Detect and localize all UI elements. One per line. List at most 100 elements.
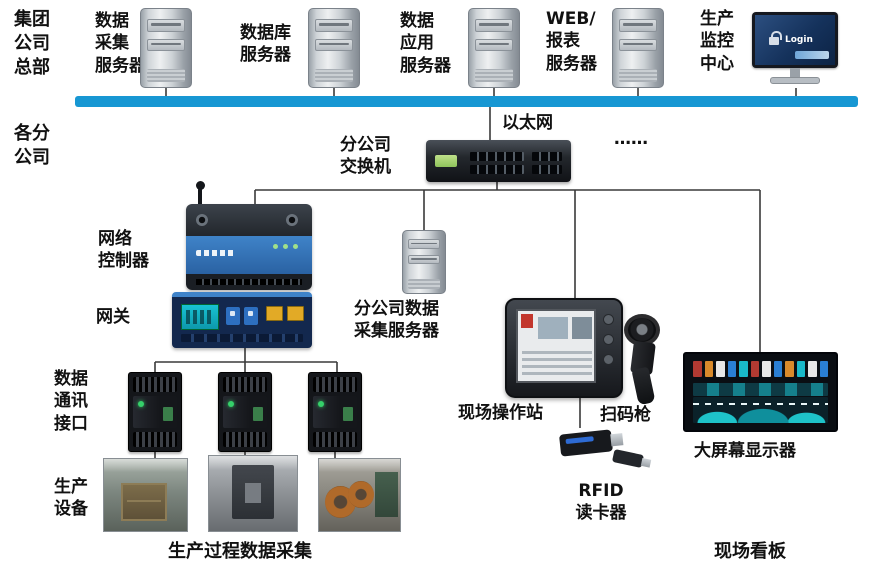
- big-screen-icon: [683, 352, 838, 432]
- production-monitor-icon: Login: [752, 12, 838, 88]
- color-bar: [808, 361, 817, 377]
- gateway-terminal-strip: [181, 334, 303, 342]
- screen-tile-row: [693, 383, 828, 396]
- color-bar: [762, 361, 771, 377]
- color-bar: [819, 361, 828, 377]
- field-kanban-caption: 现场看板: [714, 541, 786, 562]
- data-collection-server-icon: [140, 8, 192, 88]
- antenna-jack: [286, 214, 298, 226]
- server-slot: [315, 19, 353, 32]
- tablet-screen: [516, 309, 596, 383]
- barcode-scanner-icon: [608, 314, 674, 406]
- monitor-display: Login: [755, 15, 835, 65]
- hq-label: 集团 公司 总部: [14, 9, 50, 78]
- terminal-strip: [133, 377, 177, 392]
- screen-text-lines: [522, 347, 592, 375]
- gateway-icon: [172, 292, 312, 348]
- login-text: Login: [785, 35, 813, 45]
- switch-ports: [470, 165, 524, 174]
- switch-ports: [470, 152, 524, 161]
- terminal-strip: [223, 432, 267, 447]
- ethernet-backbone-bar: [75, 96, 858, 107]
- led-indicator: [273, 244, 278, 249]
- network-controller-label: 网络 控制器: [98, 229, 149, 272]
- screen-logo-red: [521, 314, 533, 328]
- terminal-strip: [223, 377, 267, 392]
- controller-top-panel: [186, 204, 312, 236]
- screen-image-block: [538, 317, 568, 339]
- press-machine-shape: [231, 465, 275, 519]
- database-server-icon: [308, 8, 360, 88]
- data-app-server-icon: [468, 8, 520, 88]
- field-station-icon: [505, 298, 623, 398]
- lock-icon: [769, 31, 782, 45]
- color-bar: [796, 361, 805, 377]
- server-slot: [147, 19, 185, 32]
- antenna-icon: [195, 181, 205, 206]
- switch-sticker: [435, 155, 457, 167]
- production-data-collection-caption: 生产过程数据采集: [168, 541, 312, 562]
- led-indicator: [293, 244, 298, 249]
- ellipsis-label: ……: [614, 129, 648, 149]
- server-vent: [475, 69, 513, 82]
- server-slot: [408, 254, 440, 265]
- server-slot: [475, 19, 513, 32]
- branch-data-server-icon: [402, 230, 446, 294]
- led-indicator: [228, 401, 234, 407]
- server-slot: [475, 38, 513, 52]
- switch-ports: [532, 152, 562, 161]
- gateway-module: [244, 307, 258, 325]
- server-slot: [315, 38, 353, 52]
- data-comm-interface-label: 数据 通讯 接口: [54, 369, 88, 434]
- controller-logo: [196, 250, 236, 256]
- branch-switch-icon: [426, 140, 571, 182]
- tablet-buttons: [600, 314, 616, 384]
- led-indicator: [138, 401, 144, 407]
- web-report-server-icon: [612, 8, 664, 88]
- terminal-strip: [133, 432, 177, 447]
- data-collection-server-label: 数据 采集 服务器: [95, 11, 146, 76]
- equipment-photo-2: [208, 455, 298, 532]
- ethernet-port: [266, 306, 283, 321]
- login-panel: [795, 51, 829, 59]
- color-bar: [773, 361, 782, 377]
- gateway-lcd: [181, 304, 219, 330]
- gateway-label: 网关: [96, 307, 130, 327]
- monitor-base: [770, 77, 820, 84]
- tablet-button: [602, 314, 614, 325]
- server-vent: [147, 69, 185, 82]
- branch-switch-label: 分公司 交换机: [340, 135, 391, 178]
- color-bar: [693, 361, 702, 377]
- module-tag: [163, 407, 173, 421]
- tablet-button: [602, 334, 614, 345]
- connector-paths: [154, 88, 797, 458]
- network-controller-icon: [186, 181, 312, 290]
- web-report-server-label: WEB/ 报表 服务器: [546, 9, 597, 74]
- crate-shape: [120, 483, 168, 521]
- server-vent: [619, 69, 657, 82]
- color-bar: [785, 361, 794, 377]
- terminal-strip: [313, 432, 357, 447]
- color-bar: [704, 361, 713, 377]
- data-comm-module-1: [128, 372, 182, 452]
- ethernet-label: 以太网: [502, 113, 553, 133]
- branch-companies-label: 各分 公司: [14, 123, 50, 168]
- color-bar: [727, 361, 736, 377]
- branch-data-server-label: 分公司数据 采集服务器: [354, 299, 439, 342]
- ethernet-port: [287, 306, 304, 321]
- color-bar: [739, 361, 748, 377]
- coil-shape: [348, 480, 375, 508]
- server-vent: [408, 278, 440, 289]
- machine-shape: [374, 471, 398, 517]
- controller-port-strip: [186, 274, 312, 290]
- antenna-jack: [196, 214, 208, 226]
- production-monitoring-center-label: 生产 监控 中心: [700, 9, 734, 74]
- data-comm-module-3: [308, 372, 362, 452]
- field-station-label: 现场操作站: [458, 403, 543, 423]
- monitor-screen: Login: [752, 12, 838, 68]
- rfid-reader-label: RFID 读卡器: [575, 481, 627, 524]
- tablet-button: [602, 354, 614, 365]
- data-app-server-label: 数据 应用 服务器: [400, 11, 451, 76]
